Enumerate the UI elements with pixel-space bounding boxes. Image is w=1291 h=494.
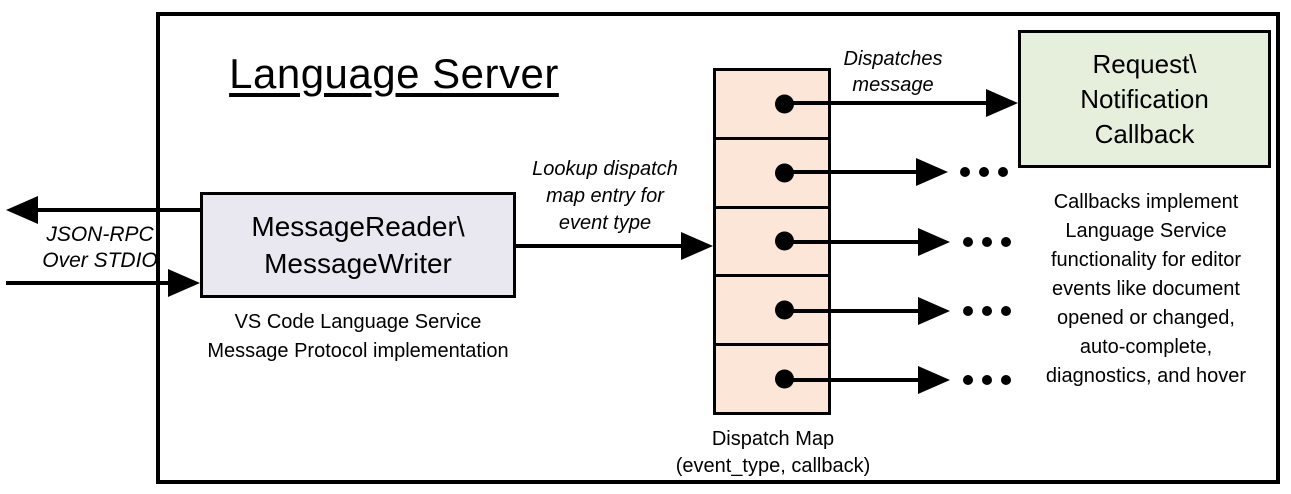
dispatches-label-line1: Dispatches: [843, 48, 943, 70]
callback-box-line3: Callback: [1094, 118, 1195, 149]
stdio-label-line1: JSON-RPC: [46, 223, 154, 246]
stdio-label: JSON-RPC Over STDIO: [25, 222, 175, 274]
dispatch-slot: [716, 136, 828, 206]
ellipsis-icon: [960, 167, 1008, 177]
message-reader-writer-box: MessageReader\ MessageWriter: [200, 192, 516, 298]
arrowhead-right-icon: [918, 366, 950, 394]
arrowhead-right-icon: [918, 297, 950, 325]
dispatches-label-line2: message: [852, 74, 934, 96]
slot-dot-icon: [775, 94, 794, 114]
message-box-line1: MessageReader\: [251, 211, 465, 242]
slot-dot-icon: [775, 369, 794, 389]
callback-box-line2: Notification: [1080, 83, 1209, 114]
stdio-label-line2: Over STDIO: [42, 249, 158, 272]
callback-note-line2: Language Service: [1065, 220, 1227, 242]
lookup-label-line1: Lookup dispatch: [532, 158, 678, 180]
callback-note-line5: opened or changed,: [1057, 307, 1235, 329]
lookup-label: Lookup dispatch map entry for event type: [515, 156, 695, 237]
arrowhead-right-icon: [681, 232, 713, 260]
callbacks-note: Callbacks implement Language Service fun…: [1008, 188, 1284, 391]
request-notification-callback-box: Request\ Notification Callback: [1018, 30, 1271, 168]
ellipsis-icon: [963, 306, 1011, 316]
dispatch-slot: [716, 205, 828, 275]
arrowhead-right-icon: [986, 89, 1018, 117]
language-server-box: [156, 12, 1280, 484]
message-caption-line1: VS Code Language Service: [234, 311, 482, 333]
callback-box-line1: Request\: [1092, 48, 1197, 79]
arrowhead-right-icon: [916, 158, 948, 186]
message-caption-line2: Message Protocol implementation: [207, 340, 509, 362]
arrowhead-left-icon: [6, 196, 38, 224]
slot-dot-icon: [775, 163, 794, 183]
slot-dot-icon: [775, 231, 794, 251]
lookup-label-line3: event type: [558, 212, 652, 234]
lookup-label-line2: map entry for: [546, 185, 664, 207]
callback-note-line3: functionality for editor: [1050, 249, 1242, 271]
arrowhead-right-icon: [918, 228, 950, 256]
arrowhead-right-icon: [168, 269, 200, 297]
dispatch-caption-line2: (event_type, callback): [675, 455, 871, 477]
slot-dot-icon: [775, 300, 794, 320]
callback-note-line6: auto-complete,: [1079, 336, 1213, 358]
callback-note-line1: Callbacks implement: [1053, 191, 1239, 213]
diagram-title: Language Server: [229, 50, 559, 97]
dispatch-caption-line1: Dispatch Map: [711, 428, 835, 450]
message-box-caption: VS Code Language Service Message Protoco…: [178, 308, 538, 366]
callback-note-line7: diagnostics, and hover: [1045, 365, 1247, 387]
ellipsis-icon: [963, 237, 1011, 247]
dispatch-slot: [716, 343, 828, 412]
dispatch-slot: [716, 71, 828, 137]
dispatch-slot: [716, 274, 828, 343]
dispatches-message-label: Dispatches message: [826, 46, 960, 98]
dispatch-map-caption: Dispatch Map (event_type, callback): [658, 426, 888, 480]
callback-note-line4: events like document: [1052, 278, 1240, 300]
message-box-line2: MessageWriter: [264, 248, 452, 279]
ellipsis-icon: [963, 375, 1011, 385]
